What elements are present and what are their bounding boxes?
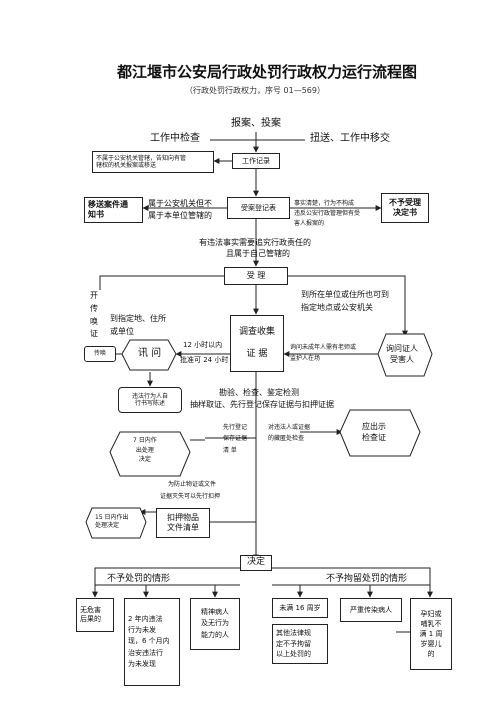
no-violation-note: 事实清楚，行为不构成 违反公安行政管理但有受 害人报案的 [294,200,361,228]
line-accept-to-witness [288,275,408,337]
time-note-2: 批准可 24 小时 [180,356,229,364]
minor-note: 询问未成年人需有老师或 监护人在场 [290,344,357,363]
summon-box[interactable]: 传唤 [84,346,116,362]
witness-shape [377,333,433,377]
transfer-note-2: 属于本单位管辖的 [148,211,212,220]
register-box[interactable]: 受案登记表 [227,197,290,219]
summon-note: 到指定地、住所 或单位 [110,314,166,336]
case-no-harm: 无危害 后果的 [76,598,114,632]
seven-day-shape [109,431,191,477]
seven-day-label[interactable]: 7 日内作 出处理 决定 [133,437,157,464]
record-box[interactable]: 工作记录 [232,153,280,169]
decision-box[interactable]: 决定 [240,555,272,571]
page-subtitle: （行政处罚行政权力，序号 01—569） [185,86,325,95]
case-other-law: 其他法律规 定不予拘留 以上处罚的 [272,624,328,664]
accept-box[interactable]: 受 理 [224,267,288,285]
destroy-note-2: 证据灭失可以先行扣押 [160,493,221,500]
no-detain-label: 不予拘留处罚的情形 [326,574,408,584]
evidence-note-1: 有违法事实需要追究行政责任的 [199,238,311,247]
investigate-box[interactable]: 调查收集 证 据 [230,315,284,372]
source-check: 工作中检查 [150,133,200,144]
fifteen-day-shape [85,507,147,539]
seize-box[interactable]: 扣押物品 文件清单 [156,508,210,538]
summon-vertical: 开 传 唤 证 [90,291,98,339]
interrogate-shape [121,339,177,371]
page-title: 都江堰市公安局行政处罚行政权力运行流程图 [117,63,418,81]
interrogate-label[interactable]: 讯 问 [138,348,162,359]
source-transfer: 扭送、工作中移交 [310,133,390,144]
transfer-note-1: 属于公安机关但不 [148,199,212,208]
case-infectious: 严重传染病人 [340,598,402,622]
case-under-16: 未满 16 周岁 [272,598,328,618]
destroy-note-1: 为防止物证或文件 [168,481,217,488]
time-note-1: 12 小时以内 [183,341,223,349]
line-decision-left [94,567,240,592]
show-box-label[interactable]: 应出示 检查证 [362,422,386,443]
no-accept-box[interactable]: 不予受理 决定书 [381,193,429,223]
line-accept-to-summon [99,275,224,290]
case-mental-illness: 精神病人 及无行为 能力的人 [190,598,240,650]
evidence-note-2: 且属于自己管辖的 [226,249,290,258]
no-punish-label: 不予处罚的情形 [107,574,171,584]
transfer-box[interactable]: 移送案件通 知书 [84,197,143,223]
inspect-note: 勘验、检查、鉴定检测 [219,388,299,397]
register-steps: 先行登记 保存证据 清 单 [223,424,248,454]
sample-note: 抽样取证、先行登记保存证据与扣押证据 [190,400,334,409]
line-decision-right [272,567,431,592]
show-box-shape [339,409,421,457]
witness-label[interactable]: 询问证人 受害人 [386,344,418,365]
location-note: 到所在单位或住所也可到 指定地点或公安机关 [301,290,389,312]
case-pregnant: 孕妇或 哺乳不 满 1 周 岁婴儿 的 [410,598,452,670]
fifteen-day-label[interactable]: 15 日内作出 处理决定 [95,514,129,530]
case-not-discovered: 2 年内违法 行为未发 现，6 个月内 治安违法行 为未发现 [124,598,180,686]
source-report: 报案、投案 [231,118,281,129]
show-note: 对违法人或证据 的藏匿处检查 [268,424,311,443]
not-accept-note: 不属于公安机关管辖，告知向有管 辖权的机关报案或移送 [92,151,214,173]
self-write-box[interactable]: 违法行为人自 行书写陈述 [118,387,182,413]
